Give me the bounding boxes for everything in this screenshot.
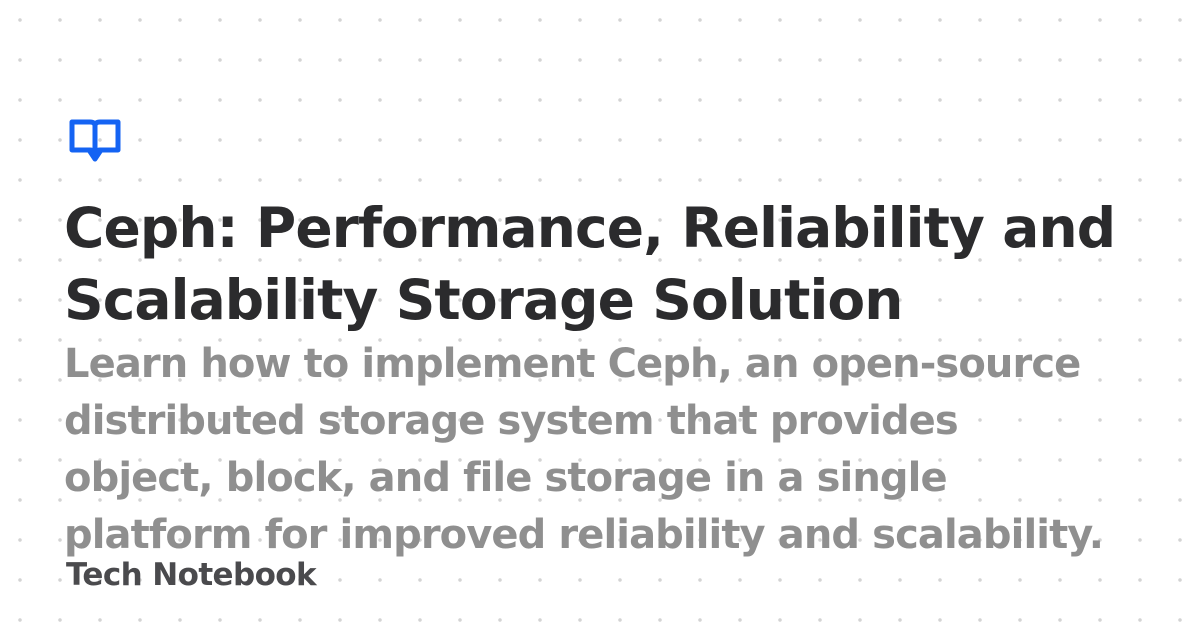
post-description: Learn how to implement Ceph, an open-sou… [64, 336, 1184, 564]
post-description-line: distributed storage system that provides [64, 398, 959, 444]
post-description-line: platform for improved reliability and sc… [64, 512, 1104, 558]
post-description-line: object, block, and file storage in a sin… [64, 455, 948, 501]
site-logo [68, 118, 122, 162]
social-card: Ceph: Performance, Reliability and Scala… [64, 118, 1184, 618]
book-icon [69, 119, 121, 162]
post-title-line: Scalability Storage Solution [64, 268, 903, 332]
post-title-line: Ceph: Performance, Reliability and [64, 196, 1116, 260]
post-description-line: Learn how to implement Ceph, an open-sou… [64, 341, 1081, 387]
site-name: Tech Notebook [66, 557, 317, 593]
post-title: Ceph: Performance, Reliability and Scala… [64, 192, 1184, 336]
